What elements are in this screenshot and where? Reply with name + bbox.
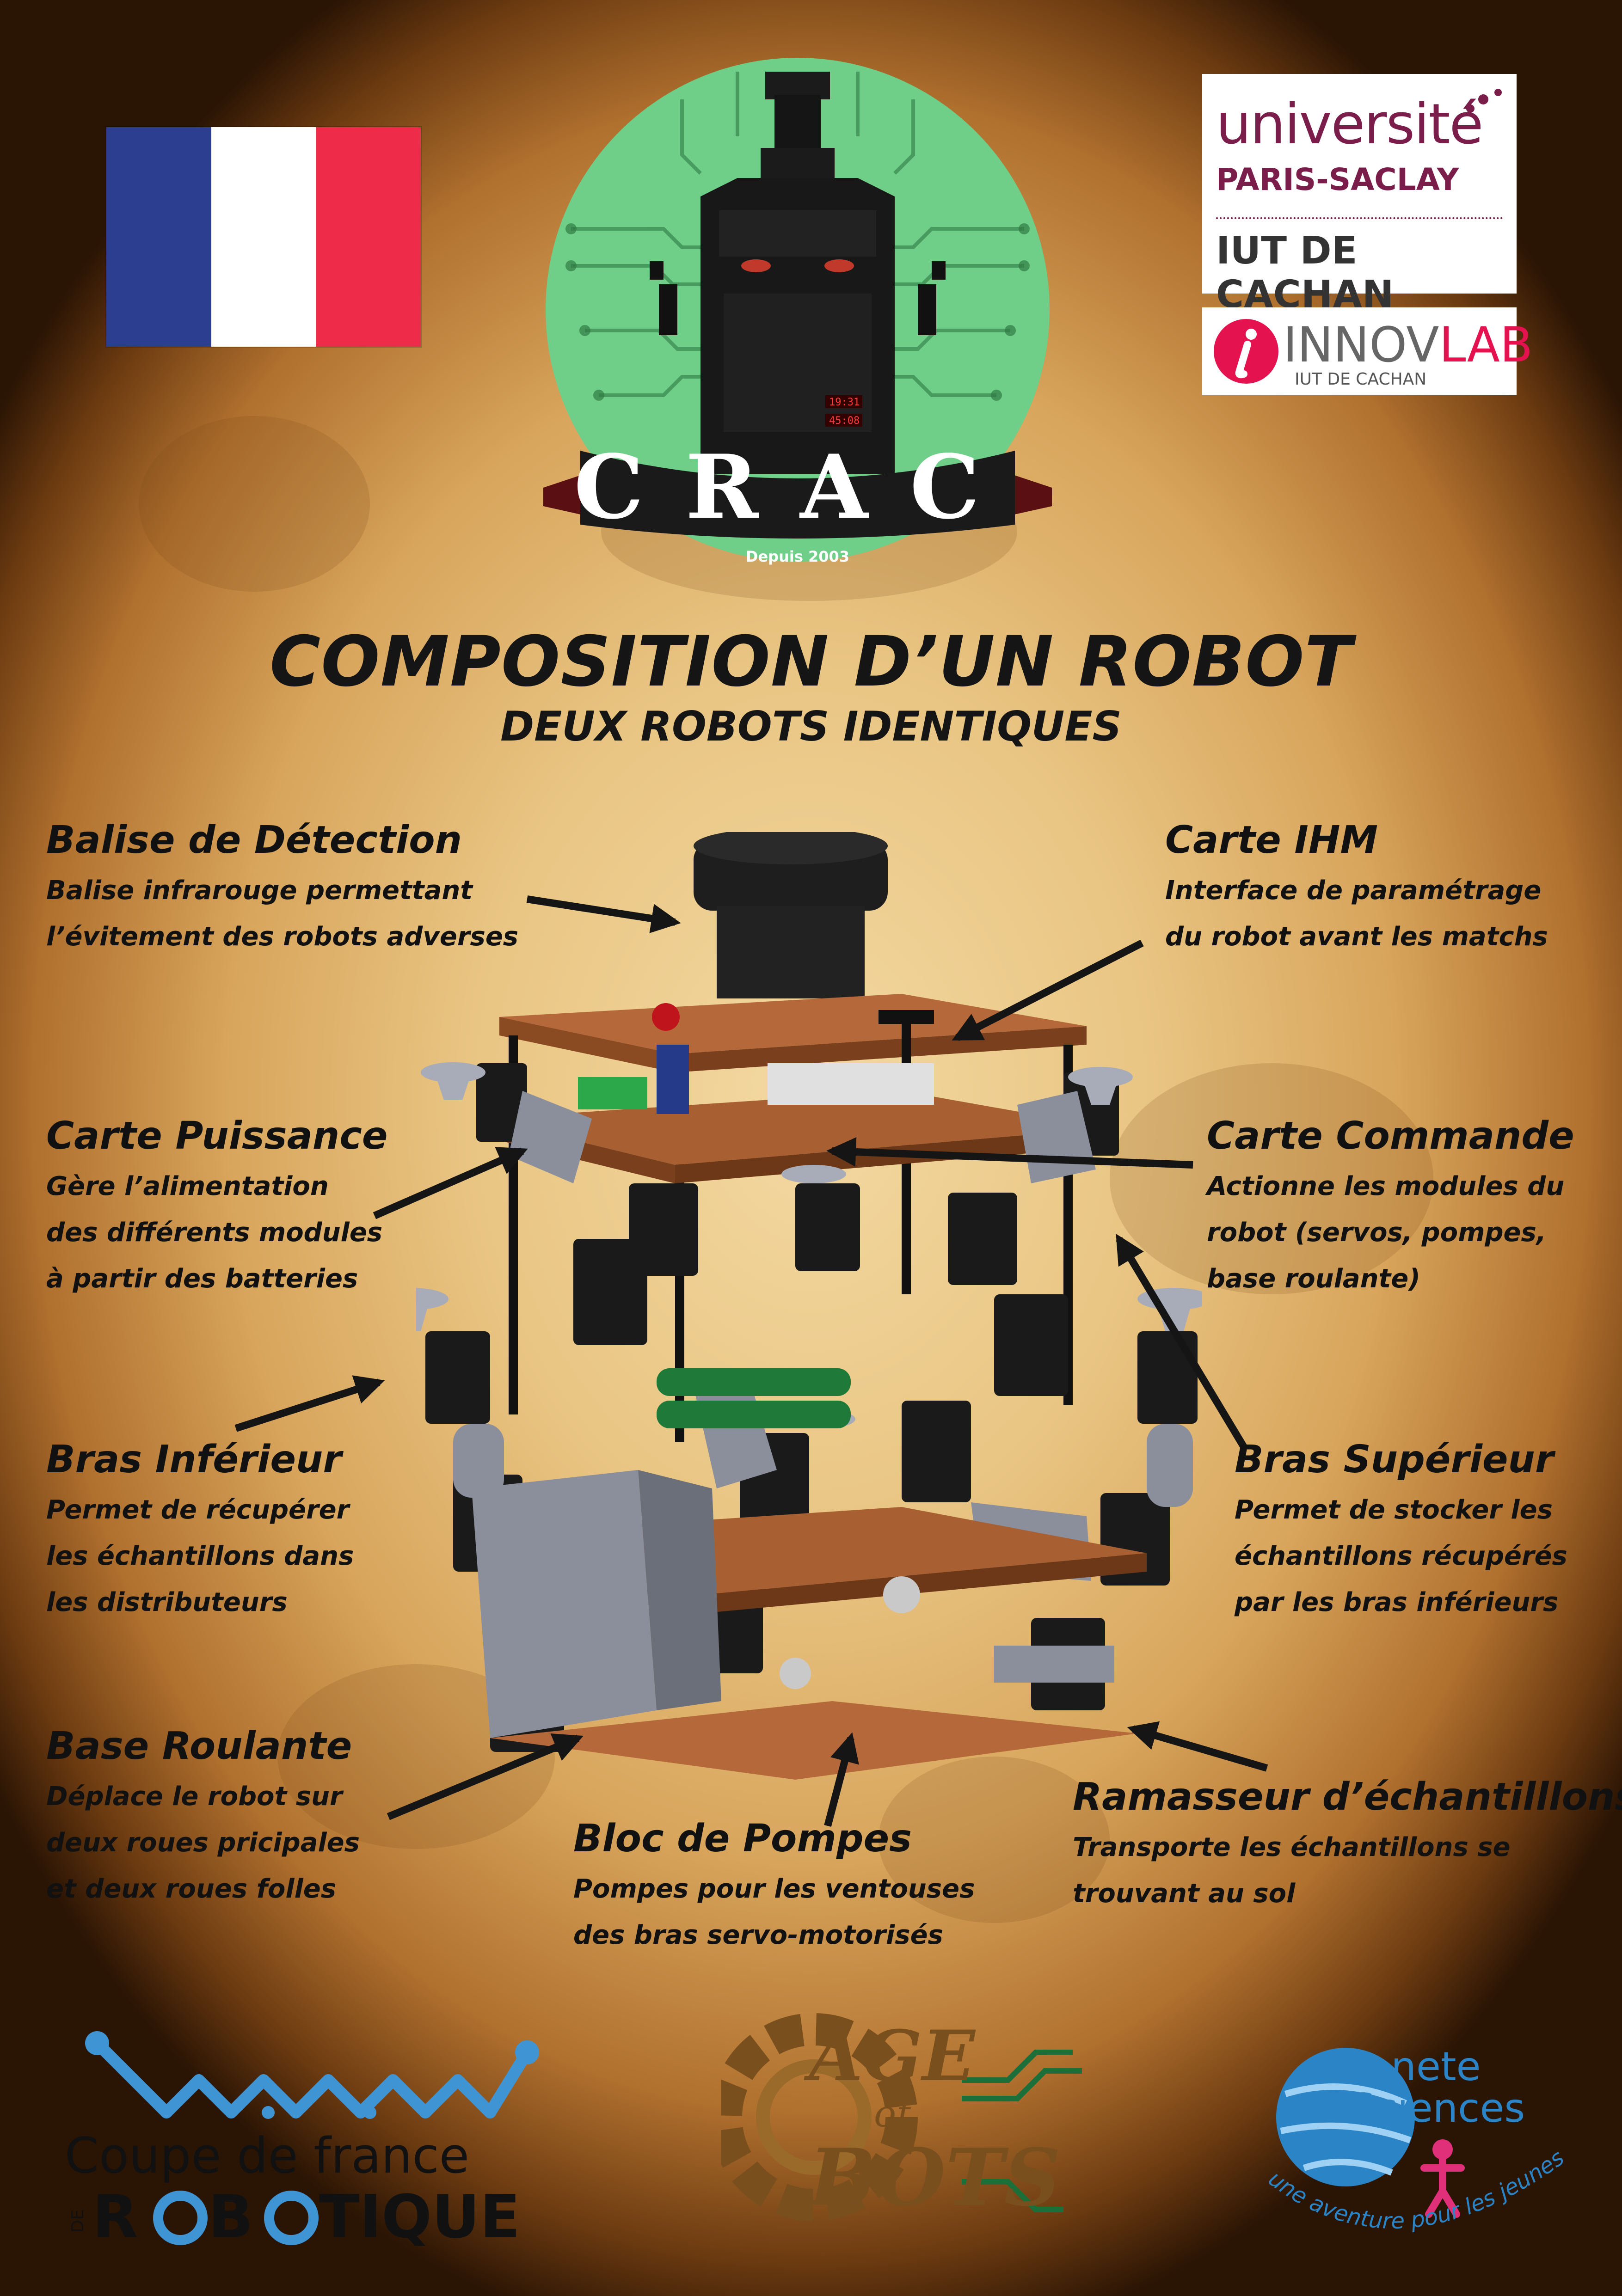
paris-saclay-text: PARIS-SACLAY — [1216, 162, 1459, 197]
lab-text: LAB — [1439, 317, 1533, 373]
label-balise: Balise de Détection Balise infrarouge pe… — [46, 818, 518, 960]
flag-white — [211, 127, 316, 347]
label-bras-superieur-line: par les bras inférieurs — [1235, 1587, 1559, 1617]
label-ramasseur-line: Transporte les échantillons se — [1073, 1832, 1511, 1862]
saclay-dots-icon — [1466, 89, 1502, 113]
label-balise-title: Balise de Détection — [46, 818, 462, 862]
label-base-roulante-line: Déplace le robot sur — [46, 1782, 343, 1812]
label-commande-title: Carte Commande — [1207, 1114, 1574, 1158]
label-balise-line: Balise infrarouge permettant — [46, 876, 473, 906]
person-icon — [1420, 2156, 1465, 2218]
flag-red — [316, 127, 421, 347]
label-ihm-line: du robot avant les matchs — [1165, 922, 1548, 952]
innovlab-logo: INNOVLAB IUT DE CACHAN — [1202, 307, 1533, 395]
label-base-roulante: Base Roulante Déplace le robot sur deux … — [46, 1724, 360, 1912]
coupe-robotique-r: R — [92, 2183, 138, 2252]
label-ramasseur-title: Ramasseur d’échantilllons — [1073, 1775, 1622, 1819]
coupe-robotique-b: B — [208, 2183, 253, 2252]
label-ihm-line: Interface de paramétrage — [1165, 876, 1542, 906]
label-ihm: Carte IHM Interface de paramétrage du ro… — [1165, 818, 1548, 960]
label-ramasseur-line: trouvant au sol — [1073, 1879, 1296, 1909]
ps-line2: Sciences — [1350, 2085, 1525, 2131]
label-bras-superieur-line: Permet de stocker les — [1235, 1495, 1553, 1525]
innov-text: INNOV — [1283, 317, 1439, 373]
gear-icon — [264, 2191, 319, 2245]
label-puissance-line: des différents modules — [46, 1218, 383, 1248]
iut-cachan-text: IUT DE CACHAN — [1216, 229, 1394, 317]
label-bloc-pompes: Bloc de Pompes Pompes pour les ventouses… — [573, 1817, 975, 1959]
label-bras-inferieur-line: les distributeurs — [46, 1587, 288, 1617]
logo-display-1: 19:31 — [829, 397, 860, 408]
label-bloc-pompes-line: Pompes pour les ventouses — [573, 1874, 975, 1904]
innovlab-text: INNOVLAB — [1283, 317, 1533, 373]
label-base-roulante-line: et deux roues folles — [46, 1874, 337, 1904]
stain — [879, 1757, 1110, 1923]
label-bras-inferieur: Bras Inférieur Permet de récupérer les é… — [46, 1438, 354, 1626]
page-title: COMPOSITION D’UN ROBOT — [270, 622, 1352, 702]
planete-sciences-logo: Planete Sciences une aventure pour les j… — [1264, 2044, 1569, 2234]
label-ramasseur: Ramasseur d’échantilllons Transporte les… — [1073, 1775, 1622, 1917]
label-base-roulante-line: deux roues pricipales — [46, 1828, 360, 1858]
label-bras-inferieur-title: Bras Inférieur — [46, 1438, 342, 1482]
label-bloc-pompes-title: Bloc de Pompes — [573, 1817, 912, 1861]
aob-age: AGE — [804, 2015, 976, 2097]
stain — [139, 416, 370, 592]
label-commande: Carte Commande Actionne les modules du r… — [1207, 1114, 1574, 1302]
label-bras-superieur-title: Bras Supérieur — [1235, 1438, 1554, 1482]
crac-logo: 19:31 45:08 CRAC Depuis 2003 — [543, 58, 1052, 565]
divider — [1216, 217, 1503, 219]
coupe-robotique-tique: TIQUE — [319, 2183, 520, 2252]
label-commande-line: base roulante) — [1207, 1264, 1420, 1294]
logo-display-2: 45:08 — [829, 415, 860, 427]
flag-blue — [106, 127, 211, 347]
aob-bots: BOTS — [807, 2131, 1061, 2224]
label-bras-inferieur-line: les échantillons dans — [46, 1541, 354, 1571]
aob-of: of — [874, 2092, 915, 2135]
label-base-roulante-title: Base Roulante — [46, 1724, 352, 1768]
label-puissance-line: à partir des batteries — [46, 1264, 358, 1294]
label-puissance-line: Gère l’alimentation — [46, 1171, 329, 1201]
coupe-de: DE — [68, 2210, 87, 2233]
label-puissance-title: Carte Puissance — [46, 1114, 388, 1158]
innovlab-i-icon — [1214, 319, 1278, 384]
innovlab-sub: IUT DE CACHAN — [1295, 370, 1427, 389]
ps-line1: Planete — [1332, 2044, 1481, 2090]
label-bras-inferieur-line: Permet de récupérer — [46, 1495, 350, 1525]
french-flag — [106, 127, 421, 347]
label-bras-superieur: Bras Supérieur Permet de stocker les éch… — [1235, 1438, 1567, 1626]
robot-illustration — [416, 832, 1202, 1780]
arrow-bras-inferieur — [234, 1375, 385, 1432]
coupe-line1: Coupe de france — [65, 2127, 469, 2184]
label-ihm-title: Carte IHM — [1165, 818, 1378, 862]
page-subtitle: DEUX ROBOTS IDENTIQUES — [500, 703, 1122, 750]
label-commande-line: Actionne les modules du — [1207, 1171, 1565, 1201]
coupe-de-france-logo: Coupe de france DE R B TIQUE — [65, 2031, 539, 2252]
gear-icon — [153, 2191, 208, 2245]
label-bloc-pompes-line: des bras servo-motorisés — [573, 1920, 943, 1950]
universite-text: université — [1216, 92, 1483, 157]
label-puissance: Carte Puissance Gère l’alimentation des … — [46, 1114, 388, 1302]
logo-tagline: Depuis 2003 — [746, 548, 849, 565]
logo-name: CRAC — [574, 435, 1021, 539]
universite-logo: université PARIS-SACLAY IUT DE CACHAN — [1202, 74, 1517, 317]
label-bras-superieur-line: échantillons récupérés — [1235, 1541, 1567, 1571]
age-of-bots-logo: AGE of BOTS — [721, 2013, 1082, 2224]
label-commande-line: robot (servos, pompes, — [1207, 1218, 1547, 1248]
label-balise-line: l’évitement des robots adverses — [46, 922, 519, 952]
